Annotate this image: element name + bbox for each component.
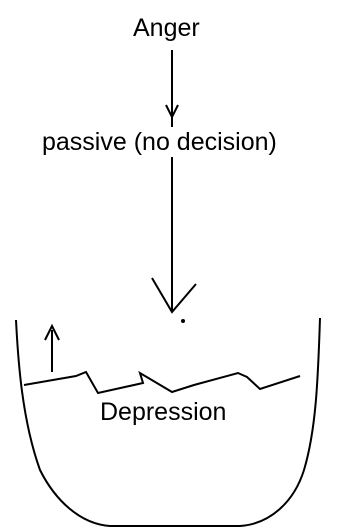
arrow-head [152,278,196,312]
jagged-surface [24,372,300,393]
dot [181,319,185,323]
passive-label: passive (no decision) [40,127,279,157]
depression-label: Depression [100,397,226,427]
anger-label: Anger [133,13,200,43]
